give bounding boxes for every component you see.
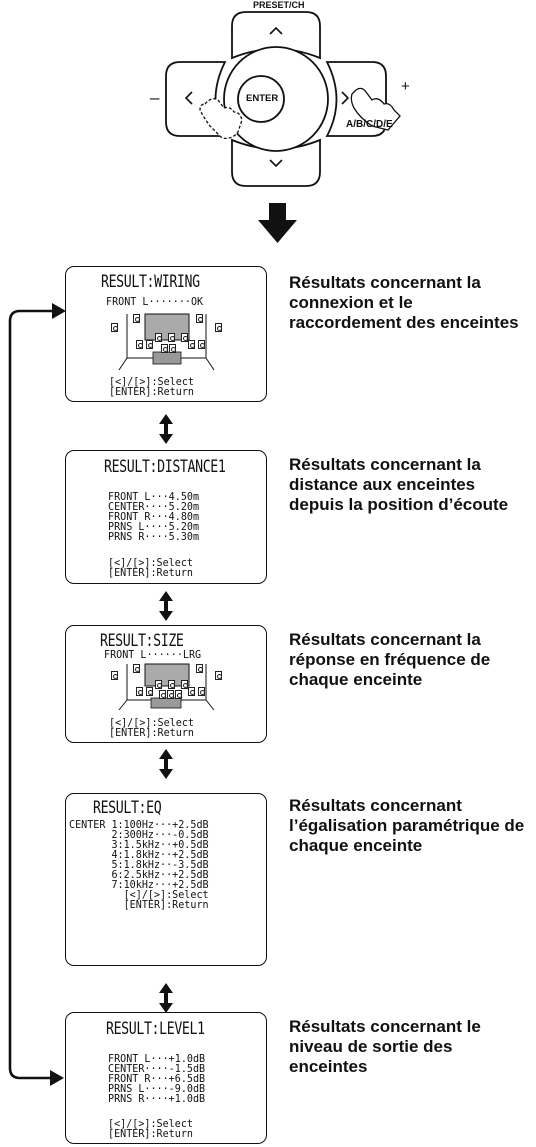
footer-select: [<]/[>]:Select <box>109 376 194 388</box>
eq-line: 5:1.8kHz··-3.5dB <box>69 859 209 871</box>
level-line: CENTER····-1.5dB <box>108 1063 206 1075</box>
double-arrows <box>159 414 173 1013</box>
plus-label: + <box>401 78 410 95</box>
eq-line: 2:300Hz···-0.5dB <box>69 829 209 841</box>
chevron-left-icon <box>184 91 193 105</box>
distance-line: PRNS L····5.20m <box>108 521 200 533</box>
arrow-down-icon <box>258 203 297 243</box>
enter-button[interactable] <box>237 75 285 123</box>
double-arrow-icon <box>159 414 173 444</box>
footer-return: [ENTER]:Return <box>69 899 209 911</box>
distance-screen: RESULT:DISTANCE1 FRONT L···4.50m CENTER·… <box>65 450 267 584</box>
footer-select: [<]/[>]:Select <box>108 557 193 569</box>
abcde-label: A/B/C/D/E <box>346 119 393 130</box>
level-line: PRNS R····+1.0dB <box>108 1093 206 1105</box>
distance-line: PRNS R····5.30m <box>108 531 200 543</box>
loop-arrow-head-bottom-icon <box>50 1070 64 1086</box>
eq-description: Résultats concernant l’égalisation param… <box>289 796 525 855</box>
eq-line: 4:1.8kHz··+2.5dB <box>69 849 209 861</box>
screen-title: RESULT:SIZE <box>100 631 184 651</box>
speaker-layout-graphic <box>109 660 224 712</box>
screen-title: RESULT:DISTANCE1 <box>104 457 226 477</box>
size-status: FRONT L······LRG <box>104 649 202 661</box>
eq-line: 3:1.5kHz··+0.5dB <box>69 839 209 851</box>
level-line: PRNS L····-9.0dB <box>108 1083 206 1095</box>
chevron-down-icon <box>269 159 283 168</box>
chevron-up-icon <box>269 26 283 35</box>
screen-title: RESULT:EQ <box>93 798 162 818</box>
footer-return: [ENTER]:Return <box>109 386 194 398</box>
loop-line <box>8 309 56 1080</box>
cross-pad <box>165 11 387 187</box>
screen-title: RESULT:LEVEL1 <box>106 1019 205 1039</box>
speaker-layout-graphic <box>109 308 224 372</box>
footer-return: [ENTER]:Return <box>109 727 194 739</box>
double-arrow-icon <box>159 591 173 621</box>
distance-description: Résultats concernant la distance aux enc… <box>289 455 509 514</box>
wiring-screen: RESULT:WIRING FRONT L·······OK [<]/[>]:S… <box>65 266 267 402</box>
size-description: Résultats concernant la réponse en fréqu… <box>289 630 491 689</box>
footer-select: [<]/[>]:Select <box>109 717 194 729</box>
chevron-right-icon <box>341 91 350 105</box>
double-arrow-icon <box>159 749 173 779</box>
hand-pointer-icon <box>350 87 401 131</box>
footer-select: [<]/[>]:Select <box>69 889 209 901</box>
wiring-status: FRONT L·······OK <box>106 296 204 308</box>
hand-dashed-icon <box>199 98 243 140</box>
level-line: FRONT L···+1.0dB <box>108 1053 206 1065</box>
level-screen: RESULT:LEVEL1 FRONT L···+1.0dB CENTER···… <box>65 1012 267 1144</box>
level-description: Résultats concernant le niveau de sortie… <box>289 1017 481 1076</box>
preset-ch-label: PRESET/CH <box>253 0 305 10</box>
footer-select: [<]/[>]:Select <box>108 1118 193 1130</box>
distance-line: FRONT L···4.50m <box>108 491 200 503</box>
level-line: FRONT R···+6.5dB <box>108 1073 206 1085</box>
distance-line: FRONT R···4.80m <box>108 511 200 523</box>
footer-return: [ENTER]:Return <box>108 567 193 579</box>
eq-screen: RESULT:EQ CENTER 1:100Hz···+2.5dB 2:300H… <box>65 793 267 966</box>
double-arrow-icon <box>159 983 173 1013</box>
screen-title: RESULT:WIRING <box>101 272 200 292</box>
enter-label: ENTER <box>246 93 279 104</box>
minus-label: – <box>150 88 160 107</box>
wiring-description: Résultats concernant la connexion et le … <box>289 273 519 332</box>
footer-return: [ENTER]:Return <box>108 1128 193 1140</box>
loop-arrow-head-top-icon <box>52 303 66 319</box>
eq-line: CENTER 1:100Hz···+2.5dB <box>69 819 209 831</box>
distance-line: CENTER····5.20m <box>108 501 200 513</box>
size-screen: RESULT:SIZE FRONT L······LRG [<]/[>]:Sel… <box>65 625 267 743</box>
eq-line: 6:2.5kHz··+2.5dB <box>69 869 209 881</box>
eq-line: 7:10kHz···+2.5dB <box>69 879 209 891</box>
